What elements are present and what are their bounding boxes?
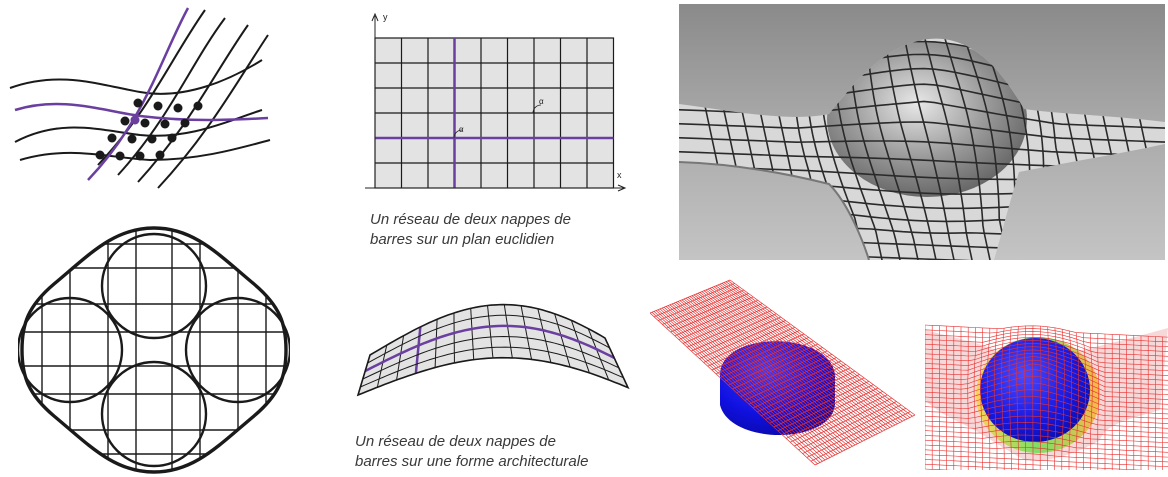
axis-y-label: y: [383, 12, 388, 22]
draped-grid-photo: [679, 4, 1165, 260]
caption-euclidean-line2: barres sur un plan euclidien: [370, 231, 555, 248]
angle-label-right: α: [539, 97, 544, 106]
simulation-mesh-draped-dome: [925, 300, 1168, 470]
woven-bars-diagram: [0, 0, 300, 200]
axis-x-label: x: [617, 170, 622, 180]
euclidean-grid-diagram: y x α α: [355, 8, 635, 198]
grid-shell-plan-diagram: [18, 224, 290, 476]
caption-euclidean-line1: Un réseau de deux nappes de: [370, 211, 571, 228]
angle-label-center: α: [459, 125, 464, 134]
architectural-grid-diagram: [350, 285, 640, 415]
caption-euclidean: Un réseau de deux nappes de barres sur u…: [370, 210, 670, 250]
simulation-mesh-above-dome: [650, 275, 915, 475]
caption-architectural: Un réseau de deux nappes de barres sur u…: [355, 432, 655, 472]
caption-architectural-line1: Un réseau de deux nappes de: [355, 433, 556, 450]
caption-architectural-line2: barres sur une forme architecturale: [355, 453, 589, 470]
